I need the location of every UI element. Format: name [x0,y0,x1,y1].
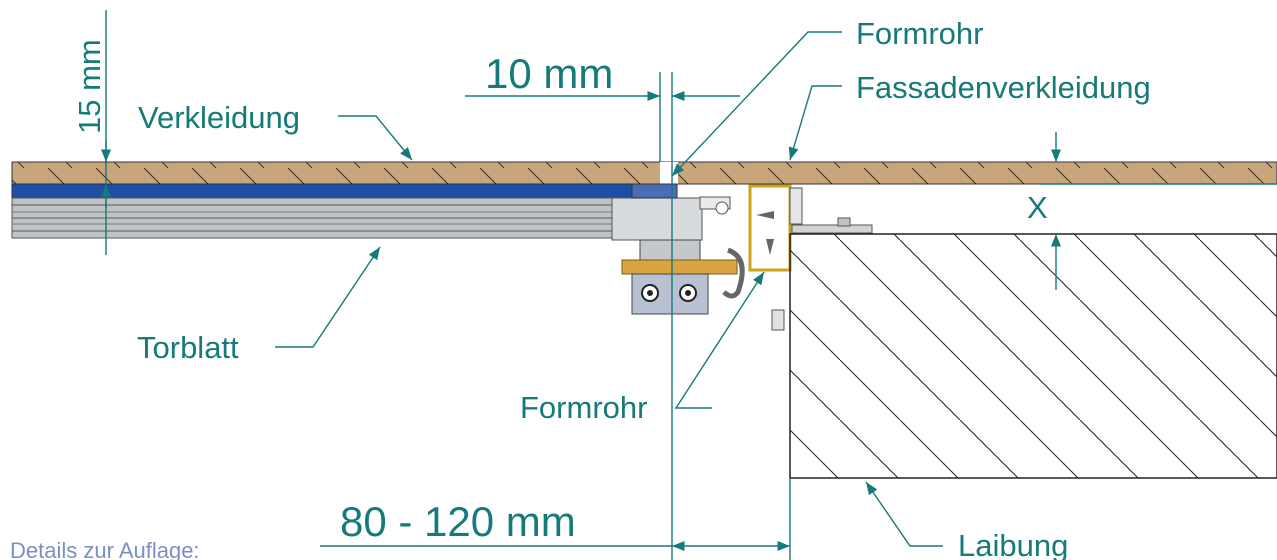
hinge-assembly [611,183,745,315]
dimension-lines [100,10,1277,560]
formrohr-top-label: Formrohr [856,16,983,51]
wall-reveal [789,233,1277,479]
door-leaf [11,183,661,239]
x-dimension-label: X [1027,190,1048,225]
dim-10mm-label: 10 mm [485,50,613,97]
formrohr-bottom-label: Formrohr [520,390,647,425]
leader-lines [275,31,943,547]
verkleidung-label: Verkleidung [138,100,300,135]
details-caption: Details zur Auflage: [10,538,200,560]
laibung-label: Laibung [958,528,1068,560]
dim-15mm-label: 15 mm [72,39,107,134]
formrohr-tube [748,184,873,331]
dim-80-120-label: 80 - 120 mm [340,498,576,545]
torblatt-label: Torblatt [137,330,239,365]
fassadenverkleidung-label: Fassadenverkleidung [856,70,1151,105]
cladding-strip [11,161,1277,185]
